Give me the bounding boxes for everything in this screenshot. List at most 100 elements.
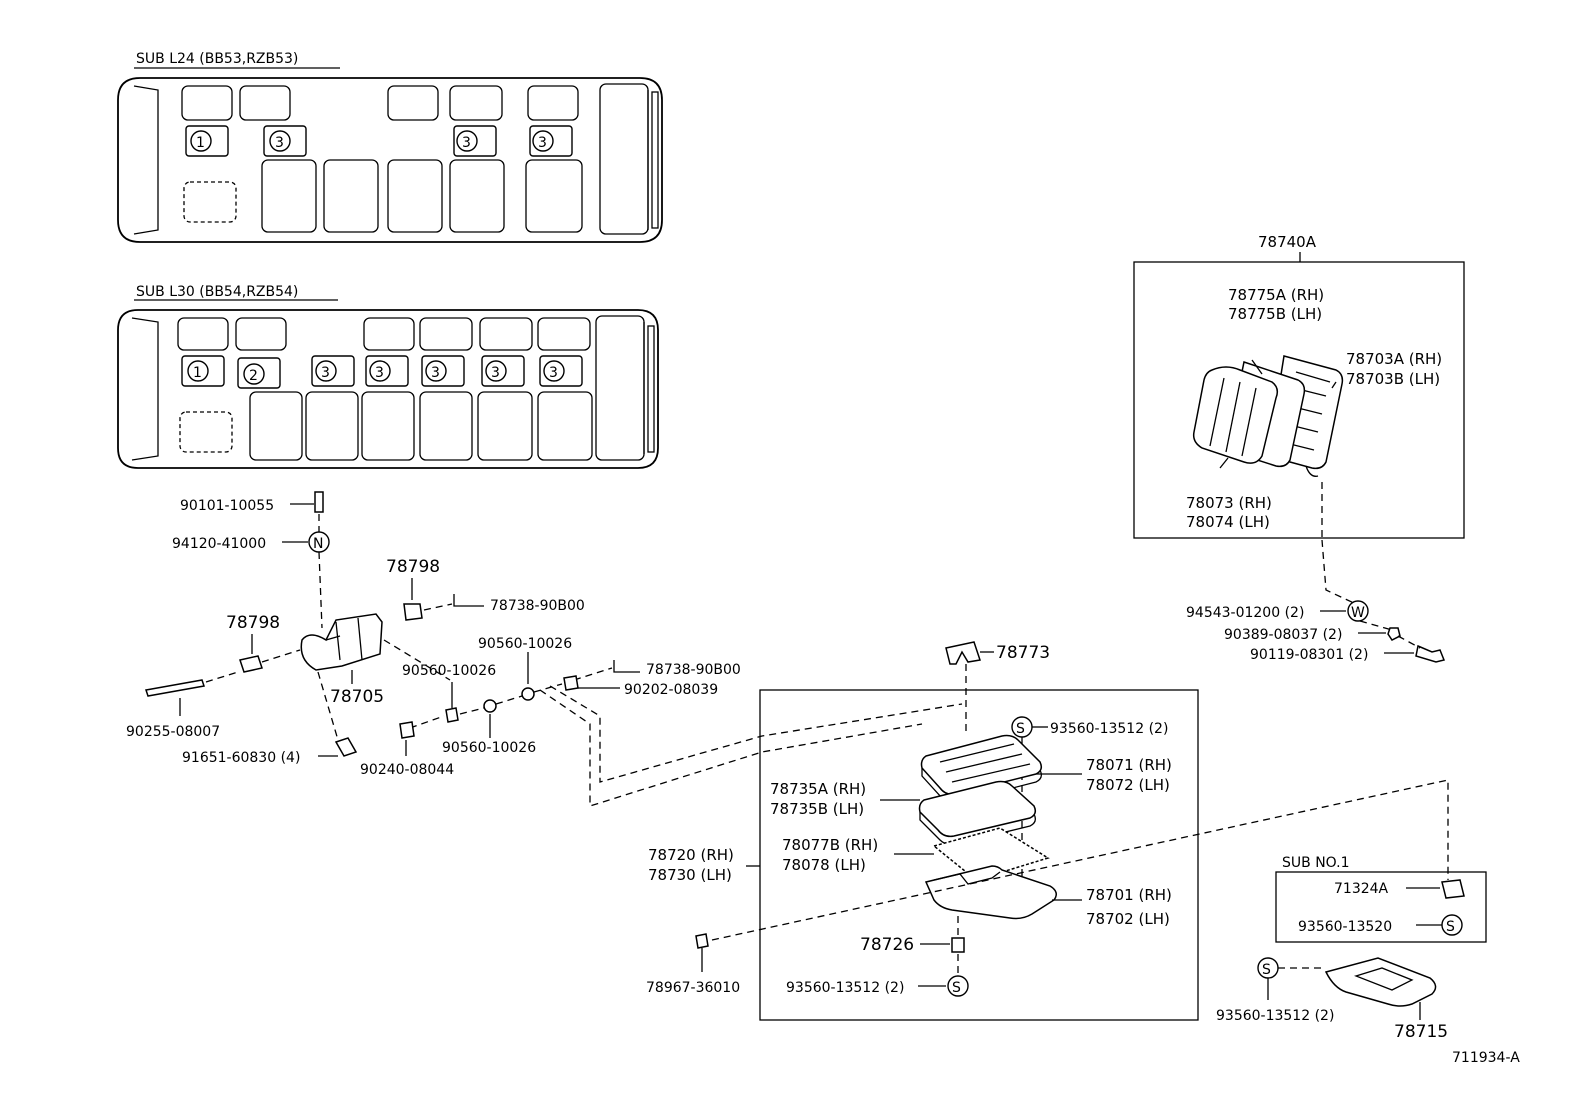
svg-text:78702 (LH): 78702 (LH): [1086, 910, 1170, 928]
sub-no1: SUB NO.1 71324A 93560-13520 S: [1275, 855, 1487, 943]
svg-text:SUB NO.1: SUB NO.1: [1282, 855, 1349, 871]
svg-text:90119-08301 (2): 90119-08301 (2): [1250, 647, 1368, 663]
seat-marker-3: 3: [539, 355, 583, 387]
bus-front: [131, 317, 159, 461]
svg-text:78967-36010: 78967-36010: [646, 980, 740, 996]
nut-icon: [1387, 627, 1401, 641]
seat-marker-3: 3: [481, 355, 525, 387]
group-title: 78740A: [1258, 233, 1317, 251]
svg-text:78798: 78798: [386, 557, 440, 577]
armrest-plate: [932, 827, 1050, 881]
armrest-pad: [1192, 366, 1279, 464]
bus-rear-seat: [595, 315, 645, 461]
seat-marker-1: 1: [181, 355, 225, 387]
svg-text:1: 1: [196, 135, 205, 151]
svg-text:3: 3: [462, 135, 471, 151]
nut-icon: [695, 933, 709, 949]
svg-text:78705: 78705: [330, 687, 384, 707]
svg-text:3: 3: [538, 135, 547, 151]
svg-text:N: N: [313, 536, 323, 552]
svg-text:78078 (LH): 78078 (LH): [782, 856, 866, 874]
assembly-frame: [759, 689, 1199, 1021]
svg-text:78077B (RH): 78077B (RH): [782, 836, 878, 854]
svg-text:78735A (RH): 78735A (RH): [770, 780, 866, 798]
svg-text:78726: 78726: [860, 935, 914, 955]
svg-text:3: 3: [375, 365, 384, 381]
bus-layout-title: SUB L24 (BB53,RZB53): [136, 51, 298, 67]
svg-text:78703A (RH): 78703A (RH): [1346, 350, 1442, 368]
pin-icon: [145, 679, 205, 697]
svg-text:71324A: 71324A: [1334, 881, 1389, 897]
washer-icon: [483, 699, 497, 713]
armrest-assembly: 78773 S 93560-13512 (2) 78071 (RH) 78072…: [646, 641, 1449, 1021]
svg-text:90389-08037 (2): 90389-08037 (2): [1224, 627, 1342, 643]
seat-marker-3: 3: [529, 125, 573, 157]
svg-text:94543-01200 (2): 94543-01200 (2): [1186, 605, 1304, 621]
seat-marker-3: 3: [365, 355, 409, 387]
armrest-cushion-lower: [918, 780, 1037, 838]
bus-rear-seat: [599, 83, 649, 235]
screw-symbol: [947, 975, 969, 997]
armrest-group: 78740A 78775A (RH) 78775B (LH) 78703A (R…: [1133, 233, 1465, 539]
seat-marker-3: 3: [311, 355, 355, 387]
bushing-icon: [239, 655, 263, 673]
bus-layout-l24: SUB L24 (BB53,RZB53) 1 3: [117, 51, 663, 243]
svg-text:78775B (LH): 78775B (LH): [1228, 305, 1322, 323]
svg-text:90560-10026: 90560-10026: [478, 636, 572, 652]
svg-text:3: 3: [549, 365, 558, 381]
bolt-icon: [334, 737, 358, 757]
seat-marker-3: 3: [263, 125, 307, 157]
bus-layout-l30: SUB L30 (BB54,RZB54) 1 2: [117, 284, 659, 469]
svg-text:3: 3: [321, 365, 330, 381]
nut-icon: [563, 675, 579, 691]
svg-text:91651-60830 (4): 91651-60830 (4): [182, 750, 300, 766]
svg-text:W: W: [1351, 605, 1365, 621]
svg-text:78071 (RH): 78071 (RH): [1086, 756, 1172, 774]
svg-text:93560-13512 (2): 93560-13512 (2): [1050, 721, 1168, 737]
washer-symbol: [1347, 600, 1369, 622]
svg-text:93560-13512 (2): 93560-13512 (2): [786, 980, 904, 996]
svg-text:78720 (RH): 78720 (RH): [648, 846, 734, 864]
washer-icon: [445, 707, 459, 723]
svg-text:93560-13520: 93560-13520: [1298, 919, 1392, 935]
svg-text:S: S: [1262, 962, 1271, 978]
figure-id: 711934-A: [1452, 1050, 1520, 1066]
svg-text:78715: 78715: [1394, 1022, 1448, 1042]
svg-text:90255-08007: 90255-08007: [126, 724, 220, 740]
screw-symbol: [1441, 914, 1463, 936]
armrest-cover: [1324, 957, 1437, 1007]
svg-text:90560-10026: 90560-10026: [442, 740, 536, 756]
svg-text:78773: 78773: [996, 643, 1050, 663]
bus-layout-title: SUB L30 (BB54,RZB54): [136, 284, 298, 300]
svg-text:3: 3: [491, 365, 500, 381]
cover-part: S 93560-13512 (2) 78715: [1216, 957, 1448, 1042]
svg-text:78072 (LH): 78072 (LH): [1086, 776, 1170, 794]
bolt-icon: [314, 491, 324, 513]
svg-text:93560-13512 (2): 93560-13512 (2): [1216, 1008, 1334, 1024]
svg-text:90101-10055: 90101-10055: [180, 498, 274, 514]
clip-icon: [951, 937, 965, 953]
bus-body-outline: [117, 309, 659, 469]
bolt-icon: [1415, 644, 1446, 663]
svg-text:78073 (RH): 78073 (RH): [1186, 494, 1272, 512]
svg-text:90202-08039: 90202-08039: [624, 682, 718, 698]
seat-marker-2: 2: [237, 357, 281, 389]
armrest-base: [924, 865, 1057, 920]
svg-text:78775A (RH): 78775A (RH): [1228, 286, 1324, 304]
svg-text:78730 (LH): 78730 (LH): [648, 866, 732, 884]
washer-icon: [521, 687, 535, 701]
svg-text:78798: 78798: [226, 613, 280, 633]
svg-text:S: S: [1016, 721, 1025, 737]
armrest-fasteners: 94543-01200 (2) W 90389-08037 (2) 90119-…: [1186, 482, 1446, 663]
bushing-icon: [403, 603, 423, 621]
svg-text:3: 3: [431, 365, 440, 381]
svg-text:2: 2: [249, 368, 258, 384]
svg-text:78074 (LH): 78074 (LH): [1186, 513, 1270, 531]
bolt-icon: [399, 721, 415, 739]
seat-marker-1: 1: [185, 125, 229, 157]
svg-text:78703B (LH): 78703B (LH): [1346, 370, 1440, 388]
svg-text:78738-90B00: 78738-90B00: [490, 598, 585, 614]
svg-text:1: 1: [193, 365, 202, 381]
seat-marker-3: 3: [453, 125, 497, 157]
